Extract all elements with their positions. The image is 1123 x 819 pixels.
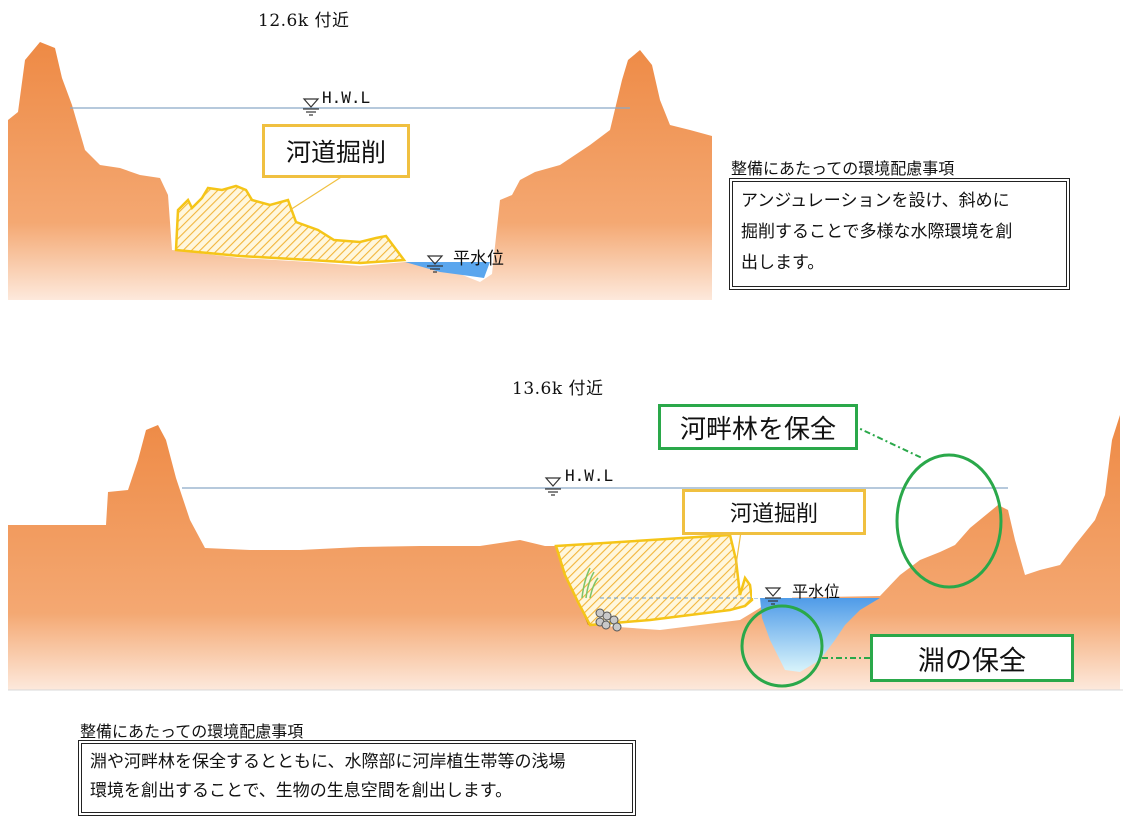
vegetation-icon: [581, 567, 599, 599]
section2-hwl-label: H.W.L: [565, 466, 614, 485]
section2-excavation-callout: 河道掘削: [682, 489, 866, 535]
section1-excavation-area: [174, 184, 407, 265]
section1-normal-water-label: 平水位: [453, 249, 504, 269]
section1-ground: [8, 42, 712, 300]
section2-normal-water-label: 平水位: [792, 582, 841, 601]
section1-note-heading: 整備にあたっての環境配慮事項: [731, 159, 955, 178]
section2-forest-callout: 河畔林を保全: [658, 404, 858, 450]
section2-title: 13.6k 付近: [512, 379, 604, 399]
section2-cross-section: [8, 415, 1120, 690]
section2-hwl-symbol-icon: [544, 477, 562, 496]
section2-note-box: 淵や河畔林を保全するとともに、水際部に河岸植生帯等の浅場 環境を創出することで、…: [78, 740, 636, 816]
stone-cluster-icon: [595, 608, 622, 632]
section2-pool-callout: 淵の保全: [870, 634, 1074, 682]
section2-note-line: 環境を創出することで、生物の生息空間を創出します。: [90, 781, 513, 801]
section1-note-line: 掘削することで多様な水際環境を創: [741, 222, 1013, 242]
section1-note-box: アンジュレーションを設け、斜めに 掘削することで多様な水際環境を創 出します。: [729, 178, 1070, 290]
section2-normal-water-symbol-icon: [752, 576, 792, 605]
section1-excavation-callout: 河道掘削: [262, 124, 410, 178]
section1-water: [405, 262, 490, 278]
pool-highlight-ellipse: [740, 604, 824, 688]
section2-note-heading: 整備にあたっての環境配慮事項: [80, 722, 304, 741]
section2-excavation-area: [554, 533, 754, 627]
section1-hwl-label: H.W.L: [322, 88, 371, 107]
section1-hwl-symbol-icon: [302, 98, 320, 116]
section2-note-line: 淵や河畔林を保全するとともに、水際部に河岸植生帯等の浅場: [90, 752, 566, 772]
section1-title: 12.6k 付近: [258, 11, 350, 31]
section1-normal-water-symbol-icon: [426, 255, 444, 273]
section1-cross-section: [8, 42, 712, 300]
forest-highlight-ellipse: [895, 453, 1003, 589]
section1-note-line: アンジュレーションを設け、斜めに: [741, 191, 1010, 211]
section1-note-line: 出します。: [741, 253, 825, 273]
